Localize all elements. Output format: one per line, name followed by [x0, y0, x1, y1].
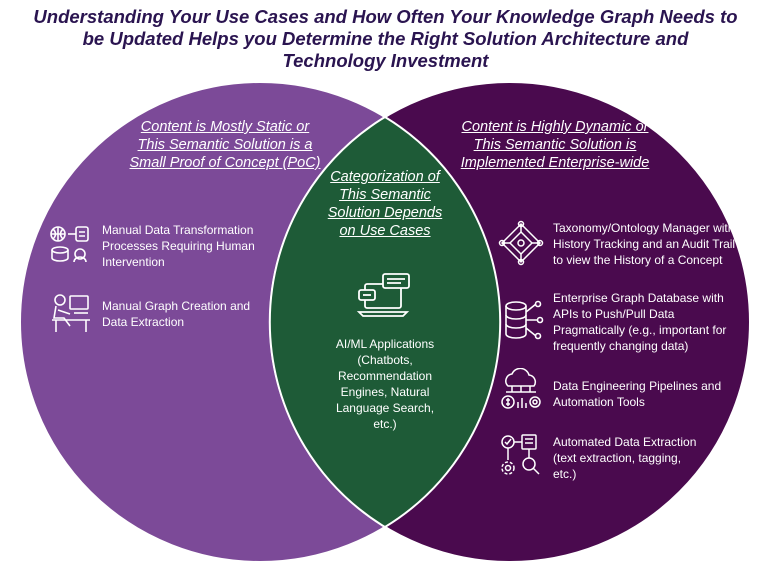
- item-text: frequently changing data): [553, 339, 689, 353]
- item-text: Data Engineering Pipelines and: [553, 379, 722, 393]
- center-heading: Categorization of This Semantic Solution…: [310, 168, 460, 240]
- item-text: Automation Tools: [553, 395, 645, 409]
- right-item: Enterprise Graph Database with APIs to P…: [553, 290, 763, 354]
- item-text: Manual Data Transformation: [102, 223, 254, 237]
- right-heading-line: Content is Highly Dynamic or: [461, 119, 649, 135]
- item-text: Manual Graph Creation and: [102, 299, 251, 313]
- item-text: Data Extraction: [102, 315, 185, 329]
- right-heading: Content is Highly Dynamic or This Semant…: [430, 118, 680, 172]
- center-heading-line: Categorization of: [330, 169, 440, 185]
- center-apps-line: AI/ML Applications: [335, 337, 435, 351]
- center-apps-line: (Chatbots,: [357, 353, 413, 367]
- left-heading-line: Small Proof of Concept (PoC): [129, 155, 321, 171]
- left-heading-line: This Semantic Solution is a: [137, 137, 313, 153]
- title-line: Understanding Your Use Cases and How Oft…: [33, 6, 738, 27]
- center-apps-line: etc.): [373, 417, 397, 431]
- item-text: etc.): [553, 467, 577, 481]
- person-at-computer-icon: [52, 294, 90, 332]
- diagram-title: Understanding Your Use Cases and How Oft…: [0, 6, 771, 72]
- center-apps-line: Recommendation: [337, 369, 433, 383]
- center-apps-line: Language Search,: [335, 401, 435, 415]
- data-transformation-icon: [50, 226, 89, 263]
- right-item: Taxonomy/Ontology Manager with History T…: [553, 220, 763, 268]
- title-line: be Updated Helps you Determine the Right…: [82, 28, 689, 49]
- center-apps-line: Engines, Natural: [340, 385, 430, 399]
- graph-database-icon: [505, 300, 544, 340]
- title-line: Technology Investment: [282, 50, 489, 71]
- item-text: APIs to Push/Pull Data: [553, 307, 675, 321]
- item-text: Taxonomy/Ontology Manager with: [553, 221, 735, 235]
- left-heading: Content is Mostly Static or This Semanti…: [100, 118, 350, 172]
- automation-gears-icon: [501, 434, 540, 475]
- right-item: Data Engineering Pipelines and Automatio…: [553, 378, 763, 410]
- chatbot-laptop-icon: [356, 273, 410, 317]
- item-text: Processes Requiring Human: [102, 239, 255, 253]
- left-item: Manual Graph Creation and Data Extractio…: [102, 298, 292, 330]
- left-item: Manual Data Transformation Processes Req…: [102, 222, 292, 270]
- item-text: Pragmatically (e.g., important for: [553, 323, 727, 337]
- center-apps: AI/ML Applications (Chatbots, Recommenda…: [310, 336, 460, 432]
- item-text: Intervention: [102, 255, 165, 269]
- item-text: to view the History of a Concept: [553, 253, 723, 267]
- center-heading-line: This Semantic: [339, 187, 431, 203]
- overlap-region: [270, 82, 500, 562]
- item-text: (text extraction, tagging,: [553, 451, 682, 465]
- right-item: Automated Data Extraction (text extracti…: [553, 434, 763, 482]
- right-heading-line: Implemented Enterprise-wide: [460, 155, 650, 171]
- overlap-outline: [268, 115, 502, 529]
- left-heading-line: Content is Mostly Static or: [140, 119, 310, 135]
- right-heading-line: This Semantic Solution is: [473, 137, 637, 153]
- item-text: Automated Data Extraction: [553, 435, 697, 449]
- item-text: History Tracking and an Audit Trail: [553, 237, 736, 251]
- item-text: Enterprise Graph Database with: [553, 291, 724, 305]
- cloud-pipeline-icon: [501, 368, 541, 409]
- center-heading-line: on Use Cases: [339, 223, 431, 239]
- center-heading-line: Solution Depends: [327, 205, 443, 221]
- taxonomy-network-icon: [498, 220, 544, 266]
